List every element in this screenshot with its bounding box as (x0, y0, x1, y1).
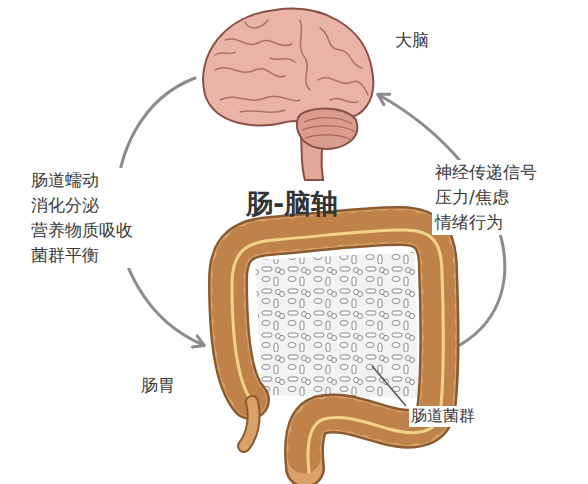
brain-node: 大脑 (195, 3, 375, 181)
node-label: 肠胃 (141, 374, 175, 397)
edge-label: 神经传递信号 压力/焦虑 情绪行为 (432, 160, 540, 235)
edge-label: 肠道蠕动 消化分泌 营养物质吸收 菌群平衡 (28, 168, 136, 268)
diagram-title: 肠-脑轴 (246, 186, 338, 222)
gut-node: 肠胃 (205, 215, 460, 475)
callout-label: 肠道菌群 (409, 406, 477, 427)
leader-line (372, 366, 406, 406)
node-label: 大脑 (395, 29, 429, 52)
